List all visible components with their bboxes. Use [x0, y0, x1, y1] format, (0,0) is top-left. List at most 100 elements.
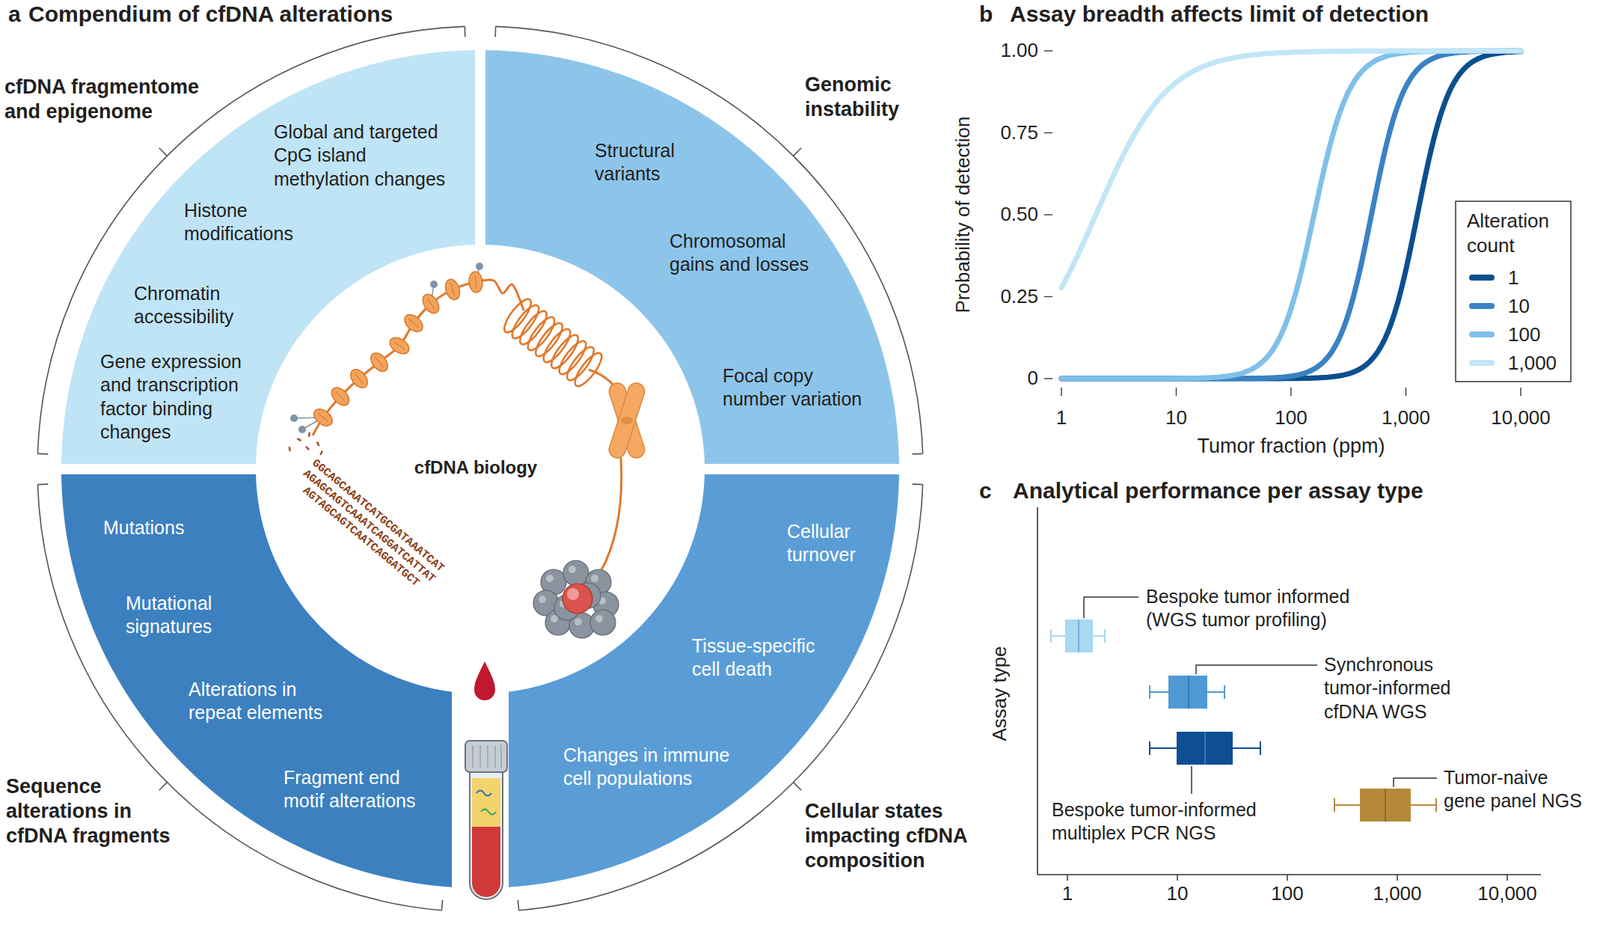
dna-fragment — [288, 446, 291, 452]
legend-text: 100 — [1507, 321, 1541, 348]
cfdna-squiggle — [480, 809, 496, 815]
axis-tick — [1506, 874, 1508, 881]
cfdna-squiggle — [476, 790, 492, 796]
band-heading: Genomic instability — [804, 72, 918, 122]
detection-curve — [1061, 50, 1521, 288]
dna-fragment — [319, 450, 324, 455]
tumor-cell-highlight — [566, 587, 579, 600]
tick-label: 1 — [1062, 881, 1073, 906]
chromatin-coil — [563, 343, 599, 384]
chromatin-coil — [555, 337, 591, 378]
axis-tick — [1044, 50, 1053, 52]
cell-highlight — [546, 574, 554, 582]
tick-label: 0.25 — [1000, 284, 1039, 309]
band-item: Mutational signatures — [125, 591, 231, 639]
axis-tick — [1044, 132, 1053, 134]
nucleosome — [347, 365, 372, 391]
quadrant-band: cfDNA fragmentome and epigenomeGlobal an… — [61, 50, 481, 470]
axis-title: Assay type — [988, 645, 1012, 741]
bracket-tick — [912, 483, 924, 485]
whisker-cap — [1259, 741, 1262, 755]
nucleosome — [367, 349, 392, 375]
nucleosome — [310, 405, 336, 430]
band-item: Gene expression and transcription factor… — [100, 350, 254, 444]
band-item: Structural variants — [594, 139, 692, 187]
band-heading: cfDNA fragmentome and epigenome — [4, 74, 214, 125]
cell-highlight — [568, 565, 576, 573]
dna-sequence: AGAGCAGTCAAATCAGGATCATTAT — [299, 467, 438, 586]
median-line — [1077, 619, 1080, 653]
axis-tick — [1176, 874, 1179, 881]
whisker-cap — [1435, 798, 1437, 812]
cell-highlight — [574, 617, 582, 626]
box — [1065, 619, 1093, 653]
detection-curve — [1061, 50, 1521, 379]
histone-mark — [475, 262, 484, 271]
axis-tick — [1044, 213, 1053, 216]
bracket-tick — [37, 453, 48, 455]
cap-ridge — [471, 745, 474, 768]
tube-cap — [465, 740, 508, 772]
band-item: Chromosomal gains and losses — [669, 229, 820, 277]
axis-tick — [1396, 874, 1399, 881]
nucleosome-wrap — [317, 412, 329, 422]
median-line — [1187, 675, 1190, 709]
blood-cells — [471, 826, 501, 897]
chromatin-coil — [547, 331, 583, 372]
chromatin-coil — [516, 307, 552, 348]
bracket-tick — [441, 899, 443, 911]
box — [1359, 788, 1411, 822]
chromatin-coil — [539, 325, 575, 366]
axis-tick — [1066, 874, 1069, 881]
blood-drop — [474, 661, 496, 701]
nucleosome-wrap — [354, 373, 363, 384]
leader-line — [1083, 596, 1139, 618]
cell-highlight — [595, 614, 603, 623]
chromosome-arm — [606, 380, 647, 461]
bracket-tick — [464, 26, 467, 37]
whisker-cap — [1148, 741, 1151, 755]
cell-highlight — [590, 574, 599, 582]
assay-label: Tumor-naive gene panel NGS — [1443, 765, 1589, 814]
dna-fragment — [305, 445, 310, 451]
tick-label: 0.75 — [1000, 121, 1039, 145]
detection-curve — [1061, 51, 1521, 379]
cap-ridge — [494, 745, 496, 768]
plasma — [471, 777, 501, 827]
nucleosome — [419, 290, 443, 316]
leader-line — [793, 148, 802, 157]
tick-label: 1 — [1056, 406, 1067, 430]
tick-label: 10,000 — [1477, 881, 1538, 906]
bracket-tick — [912, 453, 924, 455]
chromatin-coil — [531, 319, 567, 360]
leader-line — [159, 148, 168, 157]
axis-line — [1036, 507, 1039, 875]
axis-tick — [1044, 296, 1053, 298]
band-item: Changes in immune cell populations — [563, 743, 740, 791]
panel-letter: c — [979, 477, 992, 505]
cap-ridge — [479, 745, 481, 768]
axis-title: Probability of detection — [951, 115, 975, 313]
axis-tick — [1405, 387, 1408, 396]
cell — [590, 609, 616, 636]
leader-line — [1393, 777, 1437, 787]
tube-outline — [469, 771, 503, 900]
nucleosome — [401, 311, 427, 336]
tick-label: 1.00 — [1000, 38, 1039, 63]
assay-label: Bespoke tumor-informed multiplex PCR NGS — [1051, 798, 1269, 846]
chromatin-coil — [507, 301, 544, 342]
legend-swatch — [1469, 274, 1495, 281]
axis-tick — [1290, 387, 1292, 396]
tick-label: 100 — [1274, 406, 1307, 430]
box — [1168, 675, 1208, 709]
tube-body — [469, 771, 503, 900]
legend-swatch — [1469, 331, 1495, 338]
chromosome-arm — [606, 380, 647, 461]
axis-tick — [1044, 377, 1053, 380]
axis-tick — [1286, 874, 1289, 881]
panel-letter: a — [8, 0, 21, 28]
cell-highlight — [550, 614, 559, 623]
band-heading: Sequence alterations in cfDNA fragments — [5, 774, 186, 849]
cap-ridge — [500, 745, 502, 768]
